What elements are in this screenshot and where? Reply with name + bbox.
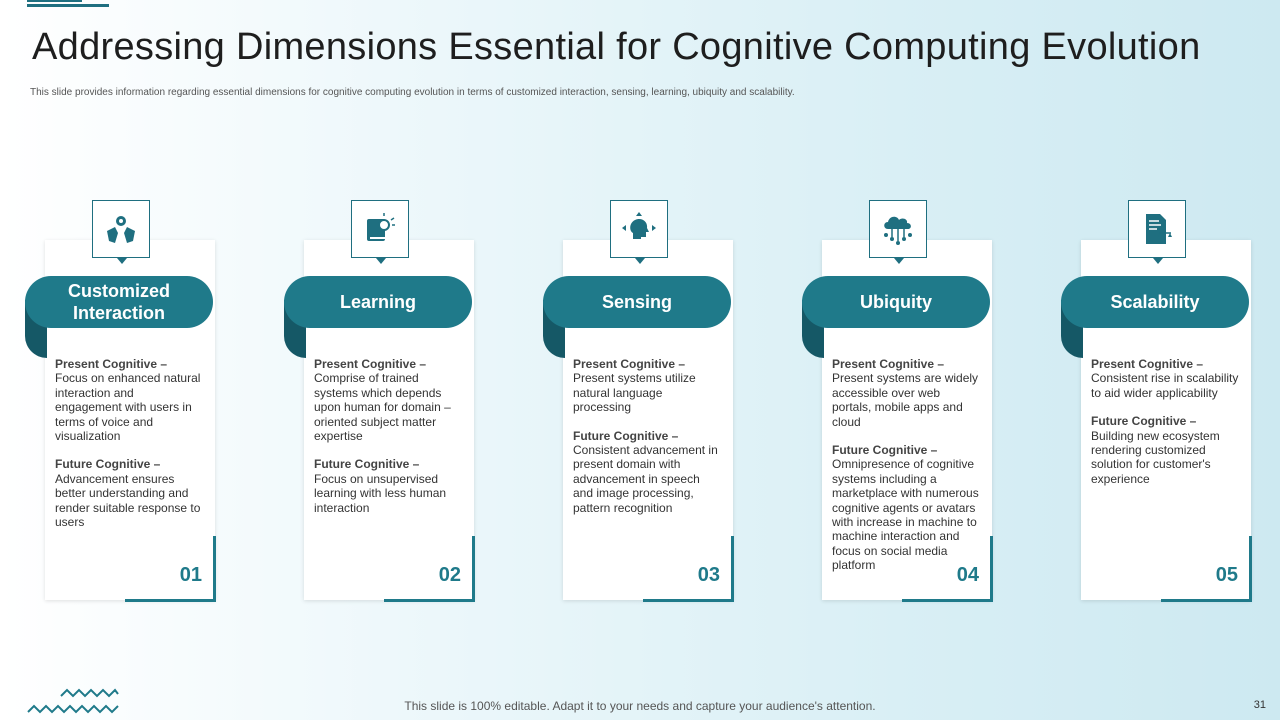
future-text: Focus on unsupervised learning with less… [314,471,447,515]
present-heading: Present Cognitive – [573,357,686,371]
card-body: Present Cognitive –Comprise of trained s… [314,357,462,529]
dimension-card-4: Ubiquity Present Cognitive –Present syst… [802,200,1032,610]
card-number: 02 [438,564,461,586]
dimension-card-2: Learning Present Cognitive –Comprise of … [284,200,514,610]
card-label: Customized Interaction [25,276,213,328]
page-title: Addressing Dimensions Essential for Cogn… [32,26,1201,68]
head-arrows-icon [622,212,656,239]
future-heading: Future Cognitive – [832,443,938,458]
present-heading: Present Cognitive – [314,357,427,371]
present-heading: Present Cognitive – [1091,357,1204,371]
icon-frame [869,200,927,264]
top-accent-line-short [27,0,82,2]
card-body: Present Cognitive –Present systems are w… [832,357,980,587]
corner-accent-horizontal [643,599,734,602]
corner-accent-horizontal [902,599,993,602]
future-heading: Future Cognitive – [55,457,161,472]
corner-accent-vertical [731,536,734,602]
future-heading: Future Cognitive – [314,457,420,472]
future-text: Omnipresence of cognitive systems includ… [832,457,979,573]
dimension-card-5: Scalability Present Cognitive –Consisten… [1061,200,1280,610]
card-number: 01 [179,564,202,586]
card-number: 05 [1215,564,1238,586]
document-scale-icon [1146,214,1172,244]
card-label: Scalability [1061,276,1249,328]
present-text: Present systems utilize natural language… [573,371,696,415]
future-text: Advancement ensures better understanding… [55,471,201,530]
present-heading: Present Cognitive – [55,357,168,371]
future-text: Consistent advancement in present domain… [573,443,718,515]
gear-hands-icon [107,216,135,243]
future-heading: Future Cognitive – [1091,414,1197,429]
top-accent-line [27,4,109,7]
card-number: 04 [956,564,979,586]
corner-accent-vertical [213,536,216,602]
card-label: Learning [284,276,472,328]
dimension-card-3: Sensing Present Cognitive –Present syste… [543,200,773,610]
icon-frame [92,200,150,264]
present-text: Focus on enhanced natural interaction an… [55,371,201,444]
corner-accent-horizontal [384,599,475,602]
zigzag-decoration [27,688,119,714]
dimension-card-1: Customized Interaction Present Cognitive… [25,200,255,610]
present-text: Comprise of trained systems which depend… [314,371,451,444]
corner-accent-horizontal [125,599,216,602]
card-body: Present Cognitive –Focus on enhanced nat… [55,357,203,543]
icon-frame [351,200,409,264]
corner-accent-vertical [990,536,993,602]
card-body: Present Cognitive –Present systems utili… [573,357,721,529]
future-text: Building new ecosystem rendering customi… [1091,428,1220,486]
footer-note: This slide is 100% editable. Adapt it to… [404,699,876,713]
cloud-network-icon [884,216,912,245]
corner-accent-vertical [472,536,475,602]
present-text: Present systems are widely accessible ov… [832,371,979,429]
page-number: 31 [1253,699,1266,711]
present-text: Consistent rise in scalability to aid wi… [1091,371,1239,400]
page-subtitle: This slide provides information regardin… [30,87,795,98]
icon-frame [1128,200,1186,264]
corner-accent-vertical [1249,536,1252,602]
icon-frame [610,200,668,264]
card-label: Ubiquity [802,276,990,328]
present-heading: Present Cognitive – [832,357,945,371]
book-bulb-icon [367,213,395,241]
card-number: 03 [697,564,720,586]
card-label: Sensing [543,276,731,328]
card-body: Present Cognitive –Consistent rise in sc… [1091,357,1239,500]
corner-accent-horizontal [1161,599,1252,602]
future-heading: Future Cognitive – [573,428,679,443]
